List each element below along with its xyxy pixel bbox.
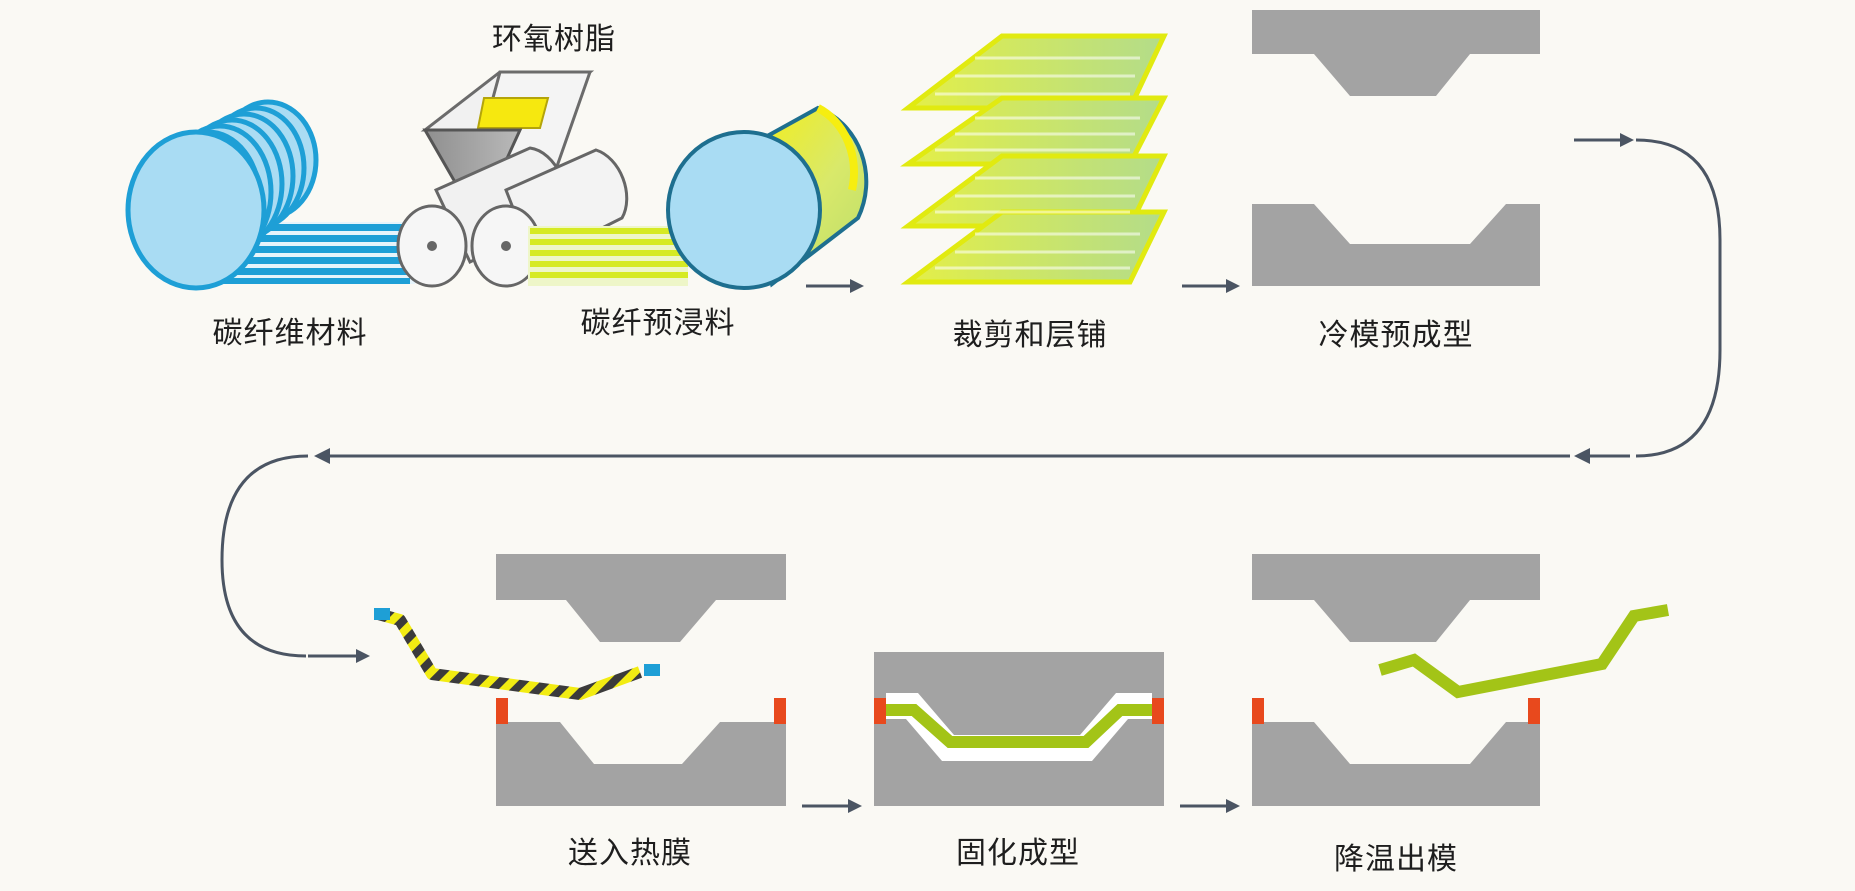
arrow-left-long [314, 448, 1570, 464]
hot-mold-open-icon [496, 554, 786, 806]
arrow-right-icon [1180, 799, 1240, 813]
loop-arrow-right [1635, 138, 1722, 458]
epoxy-label: 环氧树脂 [492, 22, 616, 57]
prepreg-strip [528, 226, 688, 286]
arrow-right-icon [1182, 279, 1240, 293]
demold-icon [1252, 554, 1670, 806]
curing-label: 固化成型 [956, 836, 1080, 871]
cool-demold-label: 降温出模 [1334, 842, 1458, 877]
layup-sheets-icon [900, 33, 1169, 285]
striped-preform-part [374, 608, 660, 700]
arrow-right-icon [802, 799, 862, 813]
arrow-left-icon [1574, 448, 1630, 464]
arrow-right-icon [806, 279, 864, 293]
flow-arrows [220, 133, 1722, 813]
into-hot-mold-label: 送入热膜 [568, 836, 692, 871]
loop-arrow-left [220, 454, 309, 658]
press-rollers-icon [396, 146, 629, 288]
cold-preform-label: 冷模预成型 [1318, 318, 1474, 353]
carbon-fiber-label: 碳纤维材料 [212, 316, 368, 351]
carbon-fiber-spools-icon [125, 99, 415, 291]
cold-mold-icon [1252, 10, 1540, 286]
curing-mold-icon [874, 652, 1164, 806]
prepreg-label: 碳纤预浸料 [580, 306, 736, 341]
prepreg-roll-icon [666, 104, 869, 290]
arrow-right-icon [1574, 133, 1634, 147]
arrow-right-icon [308, 649, 370, 663]
cut-layup-label: 裁剪和层铺 [952, 318, 1108, 353]
